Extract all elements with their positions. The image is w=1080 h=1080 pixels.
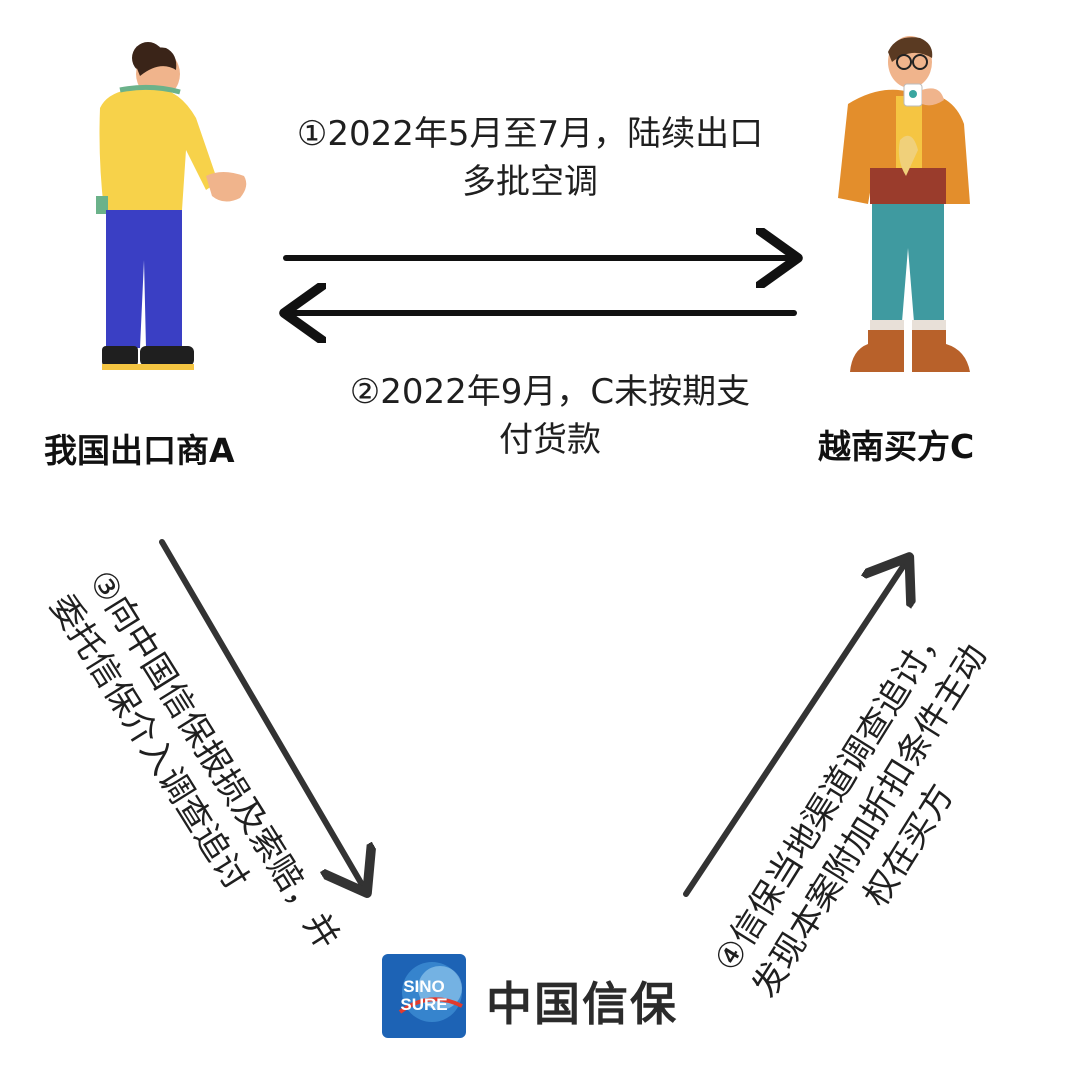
brand-name: 中国信保 [486, 977, 678, 1031]
exporter-label: 我国出口商A [44, 431, 235, 470]
step1-line2: 多批空调 [462, 162, 598, 202]
person-orange-jacket-icon [838, 36, 970, 372]
sinosure-logo [382, 954, 466, 1038]
logo-text-line2: SURE [400, 995, 448, 1014]
arrow-a-to-sinosure [159, 539, 364, 888]
arrow-sinosure-to-c [683, 562, 906, 897]
person-yellow-sweater-icon [96, 42, 247, 370]
step1-text: ①2022年5月至7月，陆续出口 多批空调 [260, 110, 800, 206]
step1-line1: ①2022年5月至7月，陆续出口 [296, 114, 764, 154]
logo-text-line1: SINO [403, 977, 445, 996]
logo-text: SINO SURE [388, 978, 460, 1014]
step2-line1: ②2022年9月，C未按期支 [349, 372, 751, 412]
step2-text: ②2022年9月，C未按期支 付货款 [300, 368, 800, 464]
step2-line2: 付货款 [499, 420, 601, 460]
buyer-label: 越南买方C [818, 427, 975, 466]
